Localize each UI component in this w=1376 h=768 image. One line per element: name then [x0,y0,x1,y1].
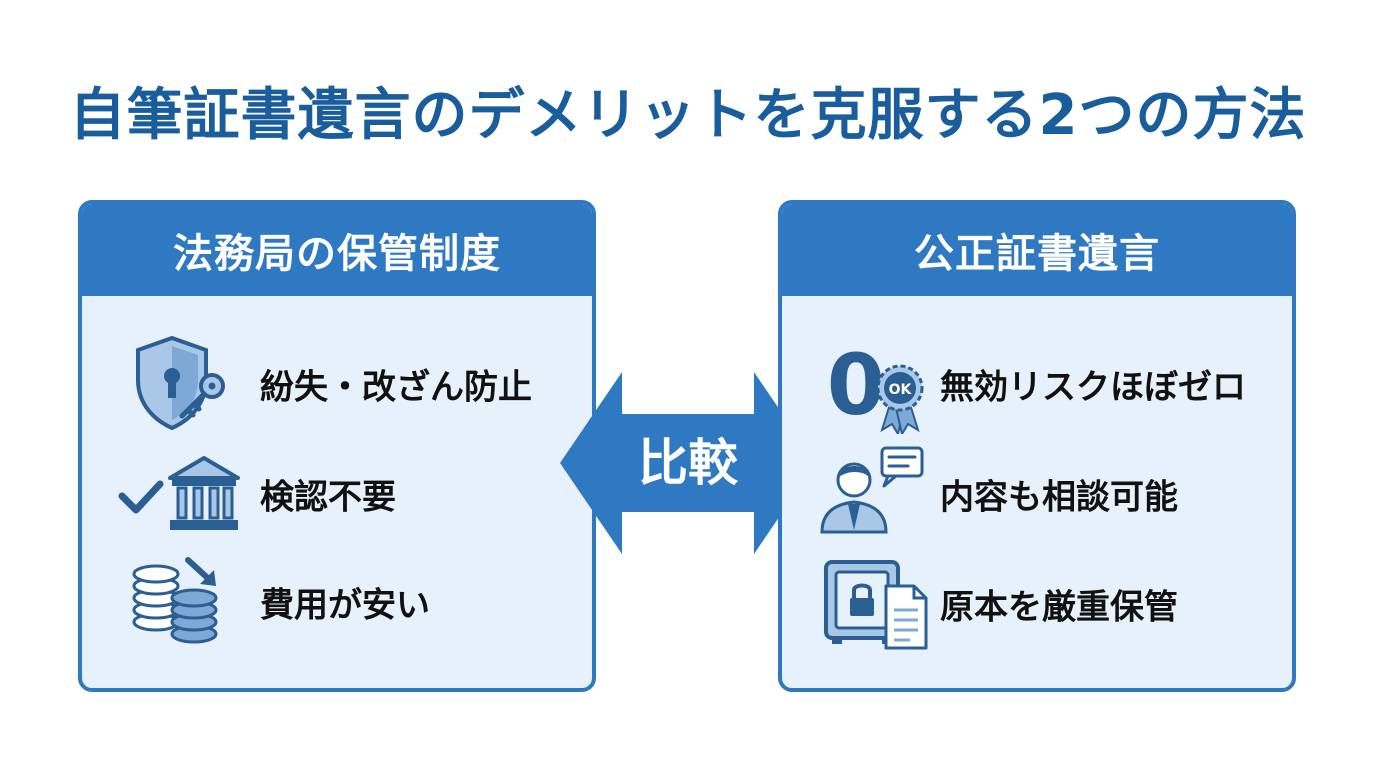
list-item: 検認不要 [82,444,592,544]
item-label: 無効リスクほぼゼロ [940,367,1246,408]
item-label: 原本を厳重保管 [940,587,1178,628]
consultant-speech-icon [820,446,924,534]
shield-key-icon [136,335,225,431]
item-label: 検認不要 [260,477,396,518]
list-item: 費用が安い [82,552,592,652]
page-title: 自筆証書遺言のデメリットを克服する2つの方法 [69,83,1307,148]
coins-down-arrow-icon [132,557,218,644]
compare-label: 比較 [638,434,738,492]
list-item: 原本を厳重保管 [782,554,1292,654]
item-label: 内容も相談可能 [940,477,1178,518]
list-item: 内容も相談可能 [782,444,1292,544]
zero-ok-badge-icon: 0 OK [827,336,924,434]
list-item: 紛失・改ざん防止 [82,334,592,434]
safe-document-icon [824,560,928,650]
item-label: 紛失・改ざん防止 [260,367,532,408]
badge-digit: 0 [827,336,885,434]
double-arrow-icon [560,372,816,554]
right-panel-header: 公正証書遺言 [782,204,1292,296]
right-panel: 公正証書遺言 0 OK 無効リスクほぼゼロ 内容も相談可能 [778,200,1296,692]
item-label: 費用が安い [260,585,430,626]
badge-text: OK [889,382,913,398]
left-panel-header: 法務局の保管制度 [82,204,592,296]
checkmark-bank-icon [118,456,240,530]
list-item: 0 OK 無効リスクほぼゼロ [782,334,1292,434]
left-panel: 法務局の保管制度 紛失・改ざん防止 検認不要 [78,200,596,692]
